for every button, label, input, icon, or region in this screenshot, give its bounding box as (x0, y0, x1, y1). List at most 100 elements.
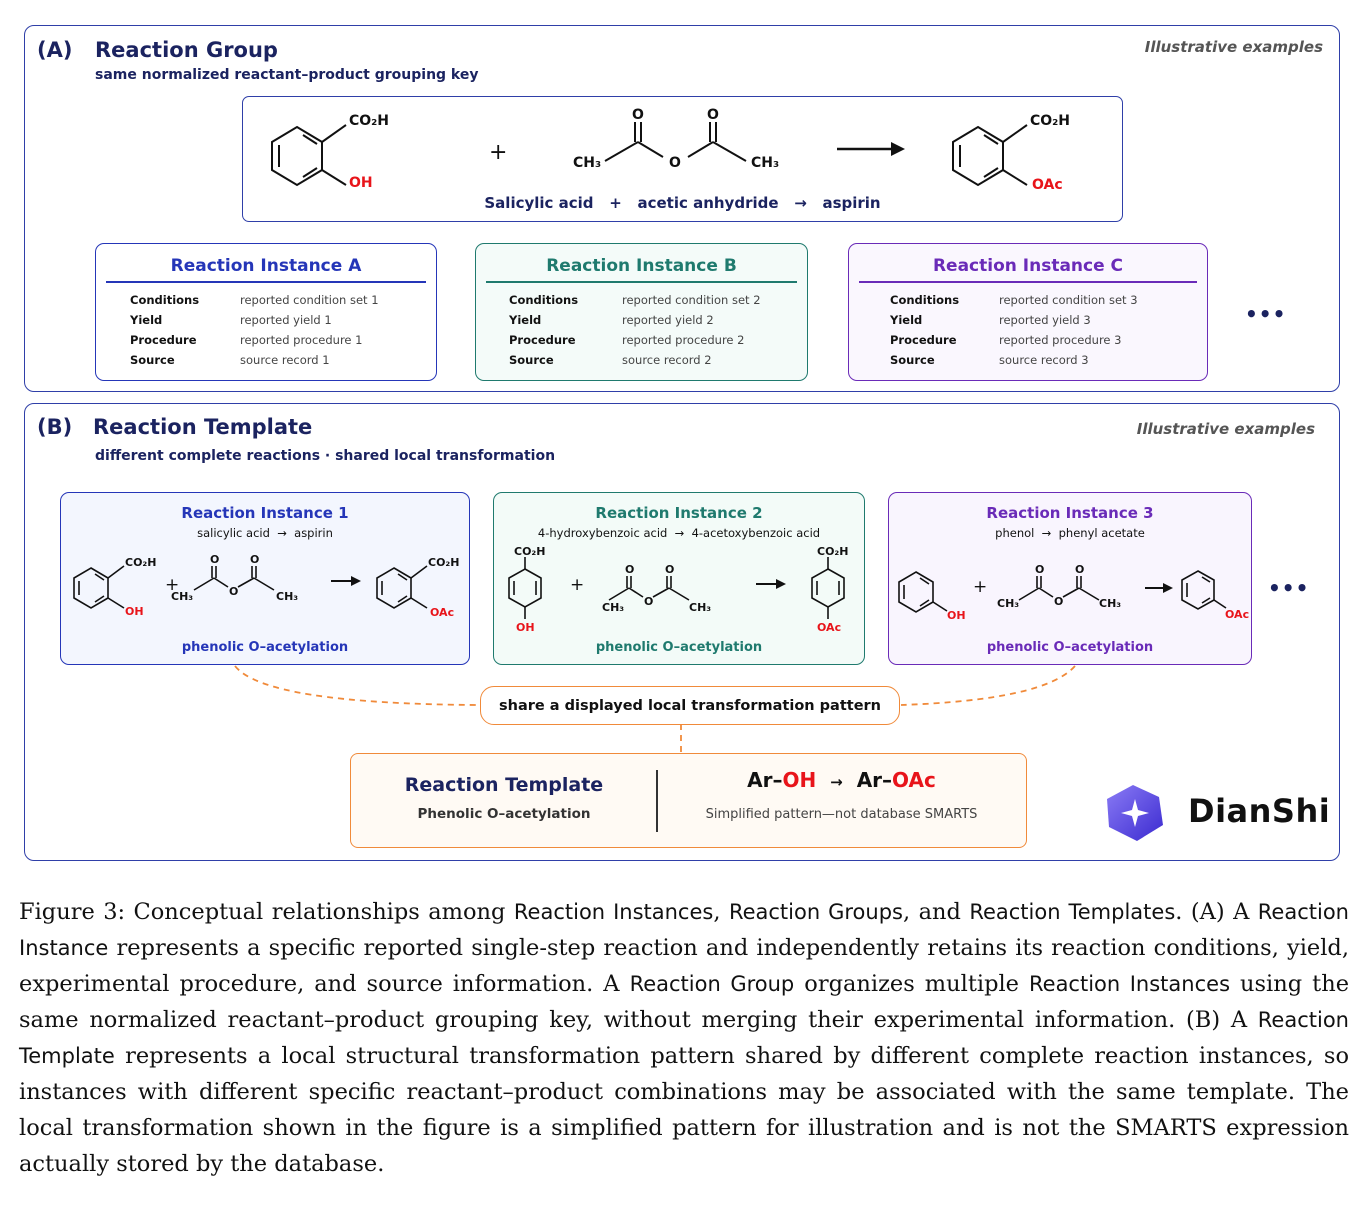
label-ch3-left: CH₃ (573, 155, 601, 171)
plus-sign: + (165, 575, 179, 595)
panel-a: (A) Reaction Group same normalized react… (24, 25, 1340, 392)
template-title: Reaction Template (404, 774, 604, 796)
caption-text: , (713, 899, 729, 925)
salicylic-acid-structure (271, 124, 347, 187)
template-instance-1: Reaction Instance 1 salicylic acid → asp… (60, 492, 470, 665)
row-key: Conditions (890, 293, 960, 307)
row-key: Source (130, 353, 175, 367)
divider (106, 281, 426, 283)
label-oh: OH (947, 609, 966, 622)
ellipsis-a: ••• (1245, 302, 1287, 326)
caption-term: Reaction Templates (969, 900, 1176, 924)
panel-a-note: Illustrative examples (1144, 38, 1323, 56)
label-o: O (625, 563, 634, 576)
caption-term: Reaction Groups (728, 900, 903, 924)
row-value: source record 3 (999, 353, 1089, 367)
row-key: Yield (890, 313, 923, 327)
caption-text: organizes multiple (794, 971, 1029, 997)
label-oh: OH (349, 175, 373, 191)
divider (859, 281, 1197, 283)
plus-sign: + (973, 577, 987, 597)
instance-3-pattern: phenolic O–acetylation (986, 640, 1154, 655)
pattern-ar-1: Ar– (747, 768, 783, 792)
caption-text: , and (902, 899, 970, 925)
caption-term: Reaction Template (19, 1008, 1349, 1068)
row-value: source record 2 (622, 353, 712, 367)
label-o: O (229, 585, 238, 598)
label-ch3: CH₃ (997, 597, 1019, 610)
row-value: reported procedure 3 (999, 333, 1122, 347)
caption-text: represents a local structural transforma… (19, 1043, 1349, 1177)
reaction-caption: Salicylic acid + acetic anhydride → aspi… (243, 194, 1122, 212)
row-value: reported procedure 1 (240, 333, 363, 347)
instance-1-scheme: CO₂H OH + O O O CH₃ CH₃ CO₂H OAc (73, 553, 459, 619)
acetic-anhydride-structure (604, 122, 747, 162)
panel-b-subtitle: different complete reactions · shared lo… (95, 448, 556, 464)
reaction-arrow (837, 142, 905, 156)
row-value: reported yield 3 (999, 313, 1091, 327)
label-o: O (1035, 563, 1044, 576)
plus-sign: + (489, 140, 507, 165)
row-key: Source (890, 353, 935, 367)
instance-b-title: Reaction Instance B (546, 256, 737, 276)
row-value: reported condition set 2 (622, 293, 761, 307)
row-value: reported yield 1 (240, 313, 332, 327)
label-oh: OH (516, 621, 535, 634)
row-value: source record 1 (240, 353, 330, 367)
caption-reactant1: Salicylic acid (484, 194, 594, 212)
ellipsis-b: ••• (1268, 576, 1310, 600)
pattern-arrow: → (830, 773, 843, 791)
dianshi-logo-icon (1107, 785, 1163, 841)
caption-term: Reaction Group (629, 972, 795, 996)
template-box: Reaction Template Phenolic O–acetylation… (350, 753, 1027, 848)
label-oac: OAc (1225, 608, 1249, 621)
row-value: reported condition set 1 (240, 293, 379, 307)
label-o-top2: O (707, 107, 719, 123)
label-ch3: CH₃ (171, 590, 193, 603)
instance-2-title: Reaction Instance 2 (595, 504, 763, 522)
label-co2h: CO₂H (514, 545, 545, 558)
instance-1-reaction: salicylic acid → aspirin (197, 526, 333, 540)
row-key: Procedure (890, 333, 957, 347)
caption-arrow: → (794, 194, 807, 212)
caption-plus: + (609, 194, 622, 212)
share-pattern-label: share a displayed local transformation p… (498, 698, 882, 714)
share-pattern-pill: share a displayed local transformation p… (480, 686, 900, 725)
label-o-top1: O (632, 107, 644, 123)
panel-b-title: Reaction Template (93, 415, 313, 439)
row-key: Yield (509, 313, 542, 327)
label-ch3: CH₃ (602, 601, 624, 614)
caption-term: Reaction Instance (19, 900, 1349, 960)
panel-a-label: (A) (37, 38, 73, 62)
aspirin-structure (952, 124, 1028, 187)
plus-sign: + (570, 575, 584, 595)
label-ch3: CH₃ (1099, 597, 1121, 610)
panel-b-label: (B) (37, 415, 73, 439)
instance-3-title: Reaction Instance 3 (986, 504, 1154, 522)
row-value: reported procedure 2 (622, 333, 745, 347)
caption-reactant2: acetic anhydride (637, 194, 779, 212)
label-oac: OAc (817, 621, 841, 634)
panel-a-title: Reaction Group (95, 38, 278, 62)
pattern-oac: OAc (892, 768, 936, 792)
divider (486, 281, 797, 283)
template-divider (656, 770, 658, 832)
panel-a-subtitle: same normalized reactant–product groupin… (95, 67, 479, 83)
figure-caption: Figure 3: Conceptual relationships among… (19, 894, 1349, 1182)
instance-1-title: Reaction Instance 1 (181, 504, 349, 522)
pattern-ar-2: Ar– (856, 768, 893, 792)
row-value: reported yield 2 (622, 313, 714, 327)
label-co2h-product: CO₂H (1030, 113, 1070, 129)
label-ch3: CH₃ (276, 590, 298, 603)
template-pattern: Ar–OH → Ar–OAc (657, 768, 1026, 792)
instance-c-title: Reaction Instance C (932, 256, 1124, 276)
label-co2h: CO₂H (428, 556, 459, 569)
reaction-box: CO₂H OH + O O O CH₃ CH₃ (242, 96, 1123, 222)
template-instance-2: Reaction Instance 2 4-hydroxybenzoic aci… (493, 492, 865, 665)
template-subtitle: Phenolic O–acetylation (417, 806, 591, 822)
label-o: O (250, 553, 259, 566)
